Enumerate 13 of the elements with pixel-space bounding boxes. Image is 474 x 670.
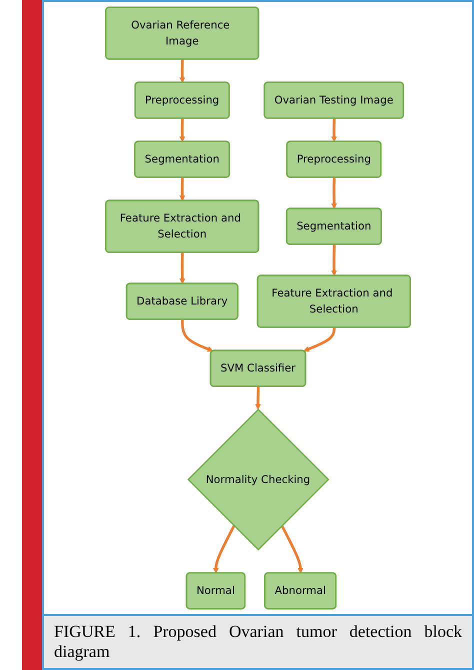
arrow	[179, 252, 186, 284]
arrow	[280, 525, 304, 574]
arrow	[179, 178, 186, 202]
node-diamond: Normality Checking	[187, 408, 330, 551]
arrow	[179, 59, 186, 83]
arrow	[331, 178, 338, 209]
figure-caption: FIGURE 1. Proposed Ovarian tumor detection block diagram	[42, 616, 474, 670]
arrow	[331, 118, 337, 142]
arrow	[179, 118, 186, 142]
arrow	[212, 525, 236, 574]
arrow	[181, 320, 214, 352]
arrow	[331, 244, 337, 276]
arrow	[255, 386, 261, 410]
